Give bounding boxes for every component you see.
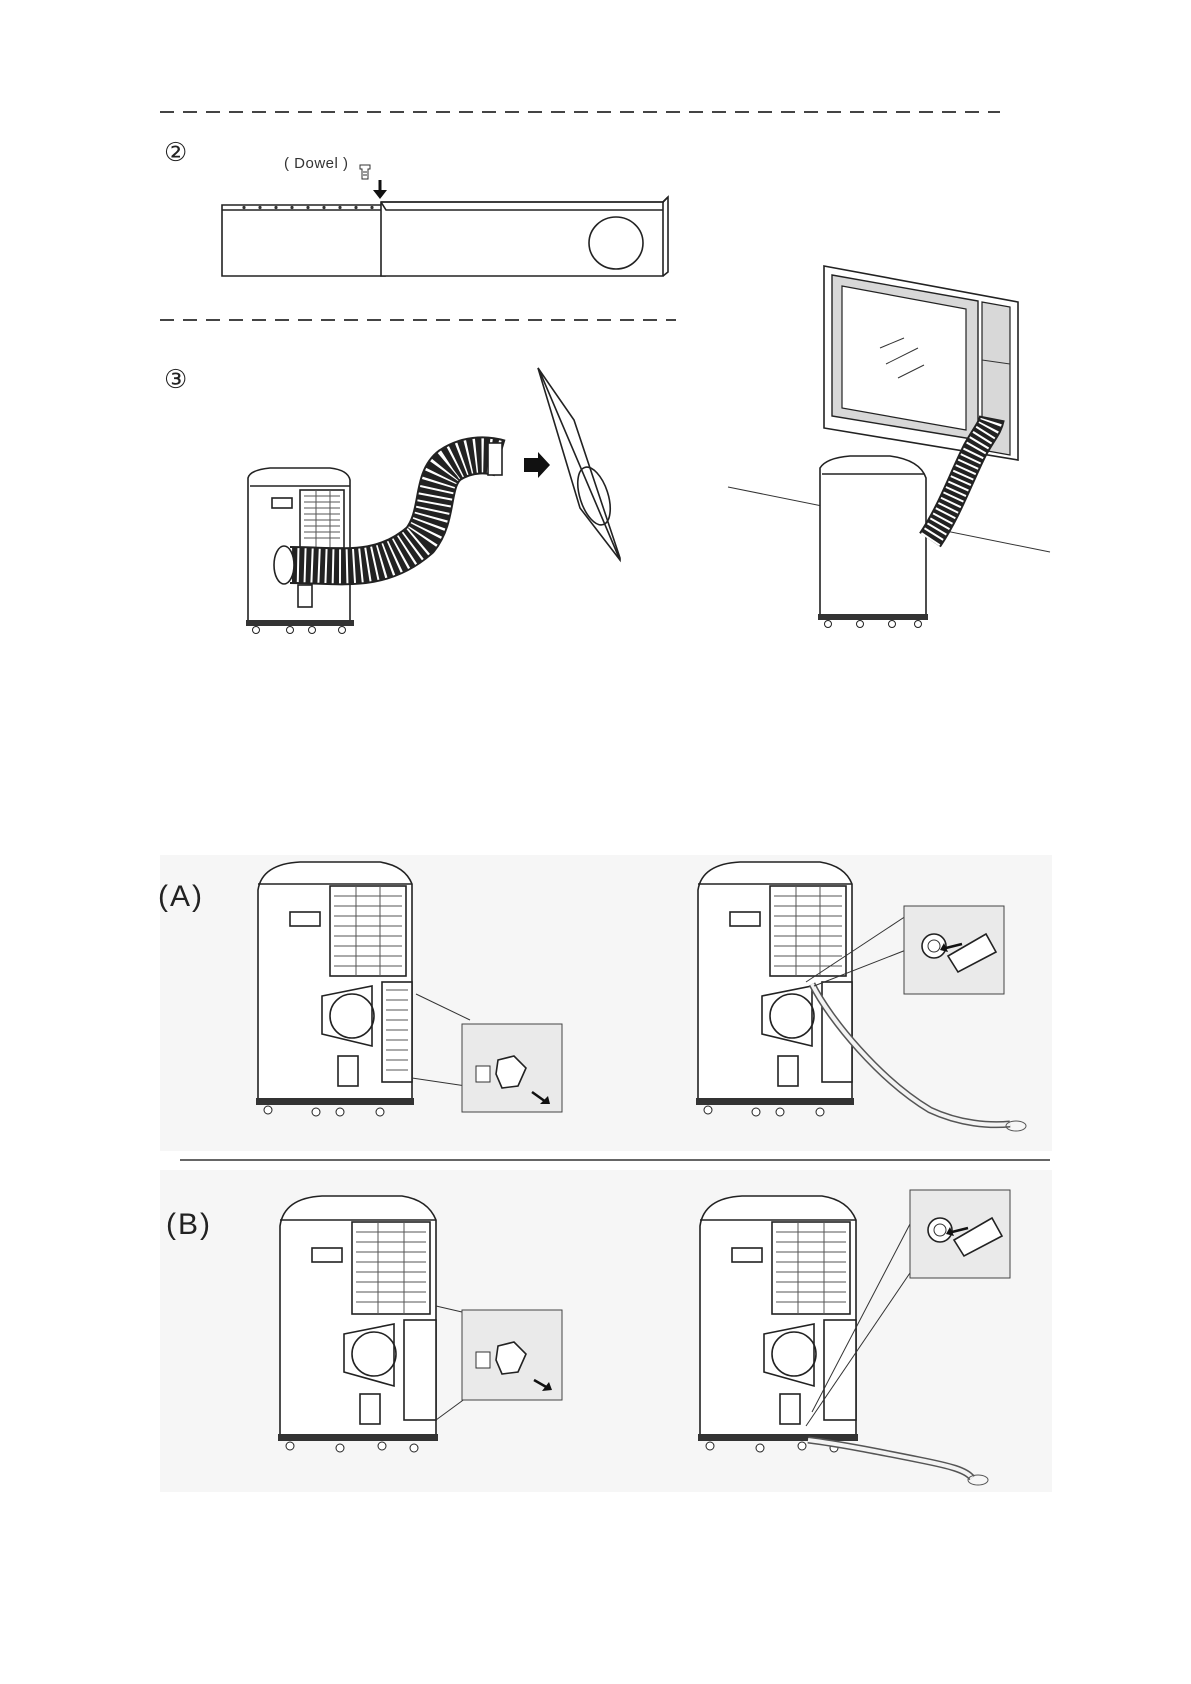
drain-hose-icon	[808, 1440, 988, 1485]
air-conditioner-icon	[698, 1196, 858, 1452]
air-conditioner-icon	[278, 1196, 438, 1452]
section-b-illustration	[0, 0, 1191, 1500]
